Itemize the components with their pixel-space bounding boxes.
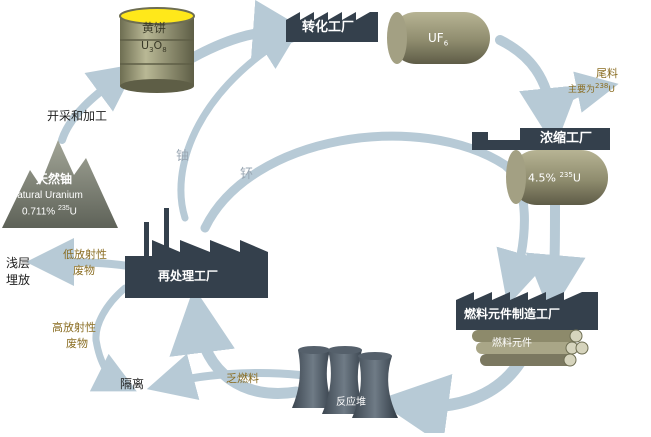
shallow-burial-label-2: 埋放: [6, 273, 31, 287]
reactor-cooling-towers: [292, 346, 398, 418]
arrow-highlevel-to-isolation: [89, 336, 137, 392]
fuel-rods: [472, 329, 589, 367]
uf6-formula: UF6: [428, 31, 449, 48]
arrow-spent-fuel-to-isolation: [146, 353, 304, 401]
reprocessing-plant: [125, 208, 268, 298]
fuel-element-label: 燃料元件: [492, 338, 532, 349]
mining-label: 开采和加工: [47, 109, 108, 123]
enriched-assay: 4.5% 235U: [528, 171, 581, 185]
arrow-reprocessing-plutonium-to-fuel-fab: [200, 131, 549, 306]
natural-uranium-mountain: [2, 140, 118, 228]
uf6-tank: [387, 12, 490, 64]
enrichment-factory-label: 浓缩工厂: [540, 131, 593, 146]
highlevel-waste-label-1: 高放射性: [52, 321, 96, 334]
natural-uranium-label-en: Natural Uranium: [10, 190, 83, 201]
enrichment-factory: [472, 128, 610, 150]
arrow-reprocessing-to-highlevel: [92, 284, 129, 344]
reactor-label: 反应堆: [336, 397, 366, 408]
shallow-burial-label-1: 浅层: [6, 256, 31, 270]
conversion-factory-label: 转化工厂: [302, 20, 355, 35]
arrow-enrichment-to-fuel-fab: [525, 200, 586, 315]
arrow-fuel-fab-to-reactor: [376, 356, 526, 437]
yellowcake-drum: [119, 7, 195, 93]
lowlevel-waste-label-1: 低放射性: [63, 248, 107, 261]
natural-uranium-label-cn: 天然铀: [36, 172, 73, 186]
plutonium-recycle-label: 钚: [240, 167, 254, 182]
tails-note: 主要为238U: [568, 82, 615, 95]
arrow-reprocessing-uranium-to-conversion: [177, 28, 300, 222]
arrow-mountain-to-yellowcake: [58, 63, 138, 144]
arrow-reactor-to-reprocessing: [169, 287, 302, 399]
uranium-recycle-label: 铀: [176, 149, 190, 164]
conversion-factory: [286, 12, 378, 42]
yellowcake-formula: U3O8: [141, 39, 167, 55]
fuel-fab-label: 燃料元件制造工厂: [464, 307, 561, 321]
highlevel-waste-label-2: 废物: [66, 337, 88, 350]
lowlevel-waste-label-2: 废物: [73, 264, 95, 277]
isolation-label: 隔离: [120, 377, 145, 391]
yellowcake-label: 黄饼: [142, 21, 167, 35]
arrow-enrichment-to-tails: [541, 71, 619, 122]
fuel-fabrication-factory: [456, 292, 598, 330]
tails-label: 尾料: [596, 67, 618, 80]
spent-fuel-label: 乏燃料: [226, 372, 259, 385]
arrow-conversion-to-enrichment: [495, 35, 579, 148]
enriched-uranium-tank: [506, 150, 608, 205]
natural-uranium-assay: 0.711% 235U: [22, 205, 77, 218]
reprocessing-label: 再处理工厂: [158, 269, 219, 283]
